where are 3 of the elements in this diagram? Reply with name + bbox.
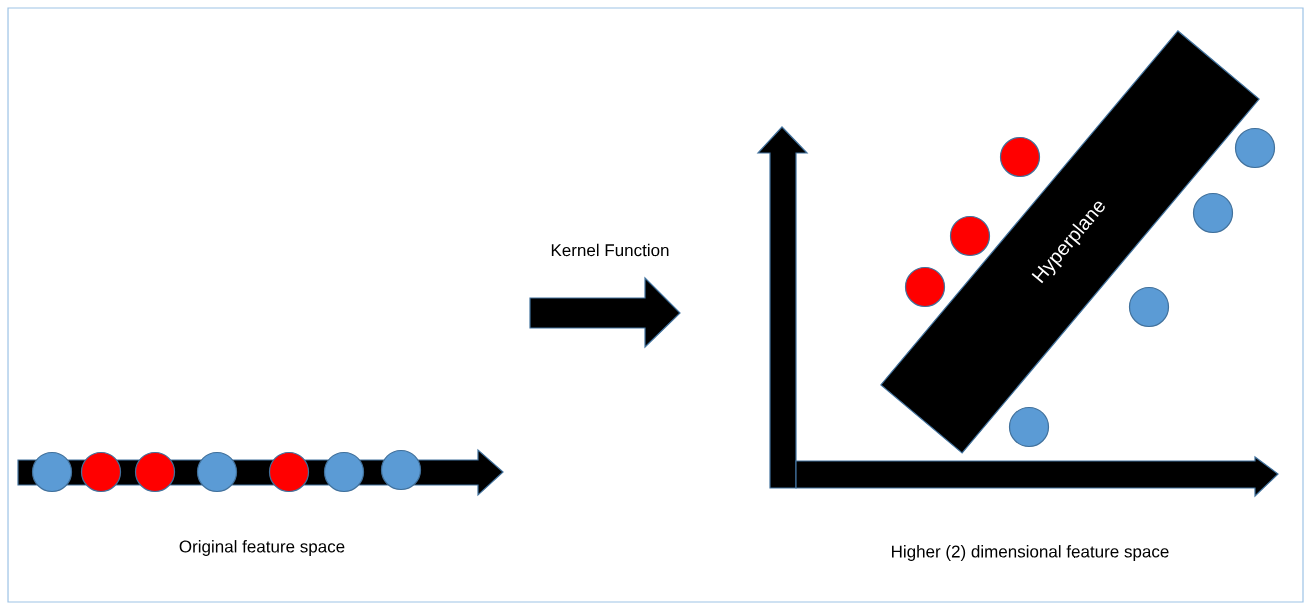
caption-text: Higher (2) dimensional feature space (892, 545, 1169, 561)
caption-text: Kernel Function (551, 243, 669, 257)
caption-text: Original feature space (179, 540, 345, 556)
